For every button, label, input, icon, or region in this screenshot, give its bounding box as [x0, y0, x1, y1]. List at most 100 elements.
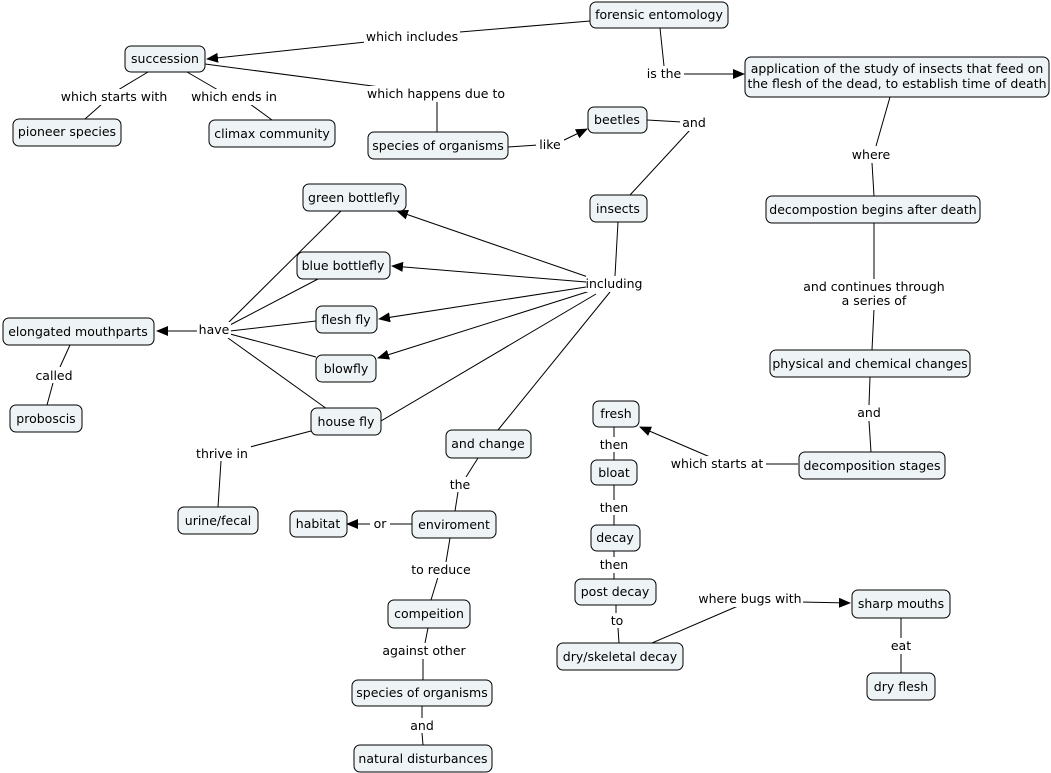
svg-text:house fly: house fly	[318, 414, 376, 429]
edge	[868, 376, 871, 406]
edge-arrow	[377, 290, 591, 360]
node-pioneer-species[interactable]: pioneer species	[12, 118, 122, 147]
edge	[659, 27, 665, 67]
svg-text:the flesh of the dead, to esta: the flesh of the dead, to establish time…	[747, 76, 1046, 91]
link-eat: eat	[891, 638, 911, 653]
edge	[507, 144, 539, 148]
edge	[225, 210, 342, 326]
svg-text:post decay: post decay	[581, 584, 650, 599]
node-succession[interactable]: succession	[124, 45, 206, 73]
svg-text:insects: insects	[596, 201, 640, 216]
node-decomposition-begins[interactable]: decompostion begins after death	[765, 195, 981, 224]
svg-text:species of organisms: species of organisms	[356, 685, 487, 700]
node-house-fly[interactable]: house fly	[310, 407, 382, 436]
svg-text:beetles: beetles	[594, 112, 640, 127]
link-and-natural: and	[410, 718, 434, 733]
link-called: called	[35, 368, 72, 383]
node-dry-skeletal-decay[interactable]: dry/skeletal decay	[556, 642, 684, 671]
edge	[217, 460, 222, 508]
link-which-happens-due-to: which happens due to	[367, 86, 505, 101]
edge	[614, 221, 619, 277]
node-enviroment[interactable]: enviroment	[411, 510, 497, 539]
edge-arrow	[559, 128, 588, 143]
svg-text:blue bottlefly: blue bottlefly	[302, 258, 385, 273]
edge	[646, 119, 683, 123]
node-forensic-entomology[interactable]: forensic entomology	[589, 1, 729, 29]
svg-text:succession: succession	[131, 51, 199, 66]
edge	[465, 457, 479, 478]
edge	[445, 537, 451, 563]
svg-text:climax community: climax community	[214, 126, 330, 141]
svg-text:dry/skeletal decay: dry/skeletal decay	[563, 649, 678, 664]
svg-text:flesh fly: flesh fly	[321, 312, 371, 327]
edge	[617, 627, 620, 644]
svg-text:application of the study of in: application of the study of insects that…	[751, 61, 1044, 76]
node-physical-chemical-changes[interactable]: physical and chemical changes	[769, 349, 971, 378]
node-urine-fecal[interactable]: urine/fecal	[177, 506, 259, 535]
edge	[424, 627, 429, 644]
node-decay[interactable]: decay	[590, 524, 641, 552]
link-and-beetles: and	[682, 115, 706, 130]
link-including: including	[586, 276, 643, 291]
node-fresh[interactable]: fresh	[592, 400, 640, 428]
svg-text:pioneer species: pioneer species	[18, 124, 116, 139]
node-post-decay[interactable]: post decay	[574, 578, 657, 606]
edge	[871, 162, 875, 197]
edge	[871, 308, 875, 351]
node-habitat[interactable]: habitat	[289, 510, 348, 538]
link-against-other: against other	[382, 643, 466, 658]
node-bloat[interactable]: bloat	[590, 459, 638, 486]
node-sharp-mouths[interactable]: sharp mouths	[851, 589, 951, 619]
link-which-starts-with: which starts with	[61, 89, 168, 104]
node-insects[interactable]: insects	[589, 194, 648, 223]
svg-text:enviroment: enviroment	[418, 517, 490, 532]
svg-text:dry flesh: dry flesh	[874, 679, 928, 694]
link-and-continues-line1: and continues through	[803, 279, 944, 294]
link-which-starts-at: which starts at	[671, 456, 764, 471]
link-and-continues-line2: a series of	[842, 293, 907, 308]
edge	[249, 430, 312, 448]
node-decomposition-stages[interactable]: decomposition stages	[798, 451, 946, 480]
svg-text:decomposition stages: decomposition stages	[803, 458, 940, 473]
node-flesh-fly[interactable]: flesh fly	[315, 305, 378, 334]
link-is-the: is the	[647, 66, 682, 81]
node-proboscis[interactable]: proboscis	[9, 404, 83, 433]
node-species-of-organisms-bottom[interactable]: species of organisms	[351, 679, 493, 707]
node-compeition[interactable]: compeition	[387, 599, 471, 629]
edge-arrow	[639, 426, 711, 458]
link-have: have	[199, 322, 230, 337]
node-elongated-mouthparts[interactable]: elongated mouthparts	[2, 317, 155, 346]
edge	[454, 491, 459, 512]
edge	[84, 103, 103, 120]
edge	[249, 103, 273, 121]
node-dry-flesh[interactable]: dry flesh	[866, 672, 936, 701]
svg-text:and change: and change	[451, 436, 525, 451]
svg-text:proboscis: proboscis	[16, 411, 75, 426]
edge	[421, 732, 424, 746]
node-species-of-organisms-top[interactable]: species of organisms	[367, 131, 509, 160]
edge	[229, 333, 317, 358]
edge	[497, 291, 611, 431]
link-to-reduce: to reduce	[411, 562, 471, 577]
link-which-includes: which includes	[366, 29, 458, 44]
svg-text:decompostion begins after deat: decompostion begins after death	[769, 202, 976, 217]
link-then-2: then	[600, 500, 628, 515]
edge	[380, 293, 597, 422]
node-green-bottlefly[interactable]: green bottlefly	[302, 183, 407, 212]
svg-text:natural disturbances: natural disturbances	[358, 751, 487, 766]
svg-text:green bottlefly: green bottlefly	[308, 190, 400, 205]
edge	[204, 63, 381, 88]
edge	[59, 344, 71, 368]
node-natural-disturbances[interactable]: natural disturbances	[353, 744, 493, 773]
edge	[651, 605, 739, 644]
node-blue-bottlefly[interactable]: blue bottlefly	[296, 251, 391, 280]
node-and-change[interactable]: and change	[445, 429, 532, 459]
node-climax-community[interactable]: climax community	[208, 119, 336, 148]
node-beetles[interactable]: beetles	[587, 106, 648, 134]
node-application[interactable]: application of the study of insects that…	[744, 56, 1050, 98]
edge-arrow	[799, 597, 851, 608]
link-like: like	[539, 137, 561, 152]
edge	[46, 382, 54, 406]
link-and-stages: and	[857, 405, 881, 420]
node-blowfly[interactable]: blowfly	[315, 354, 377, 383]
